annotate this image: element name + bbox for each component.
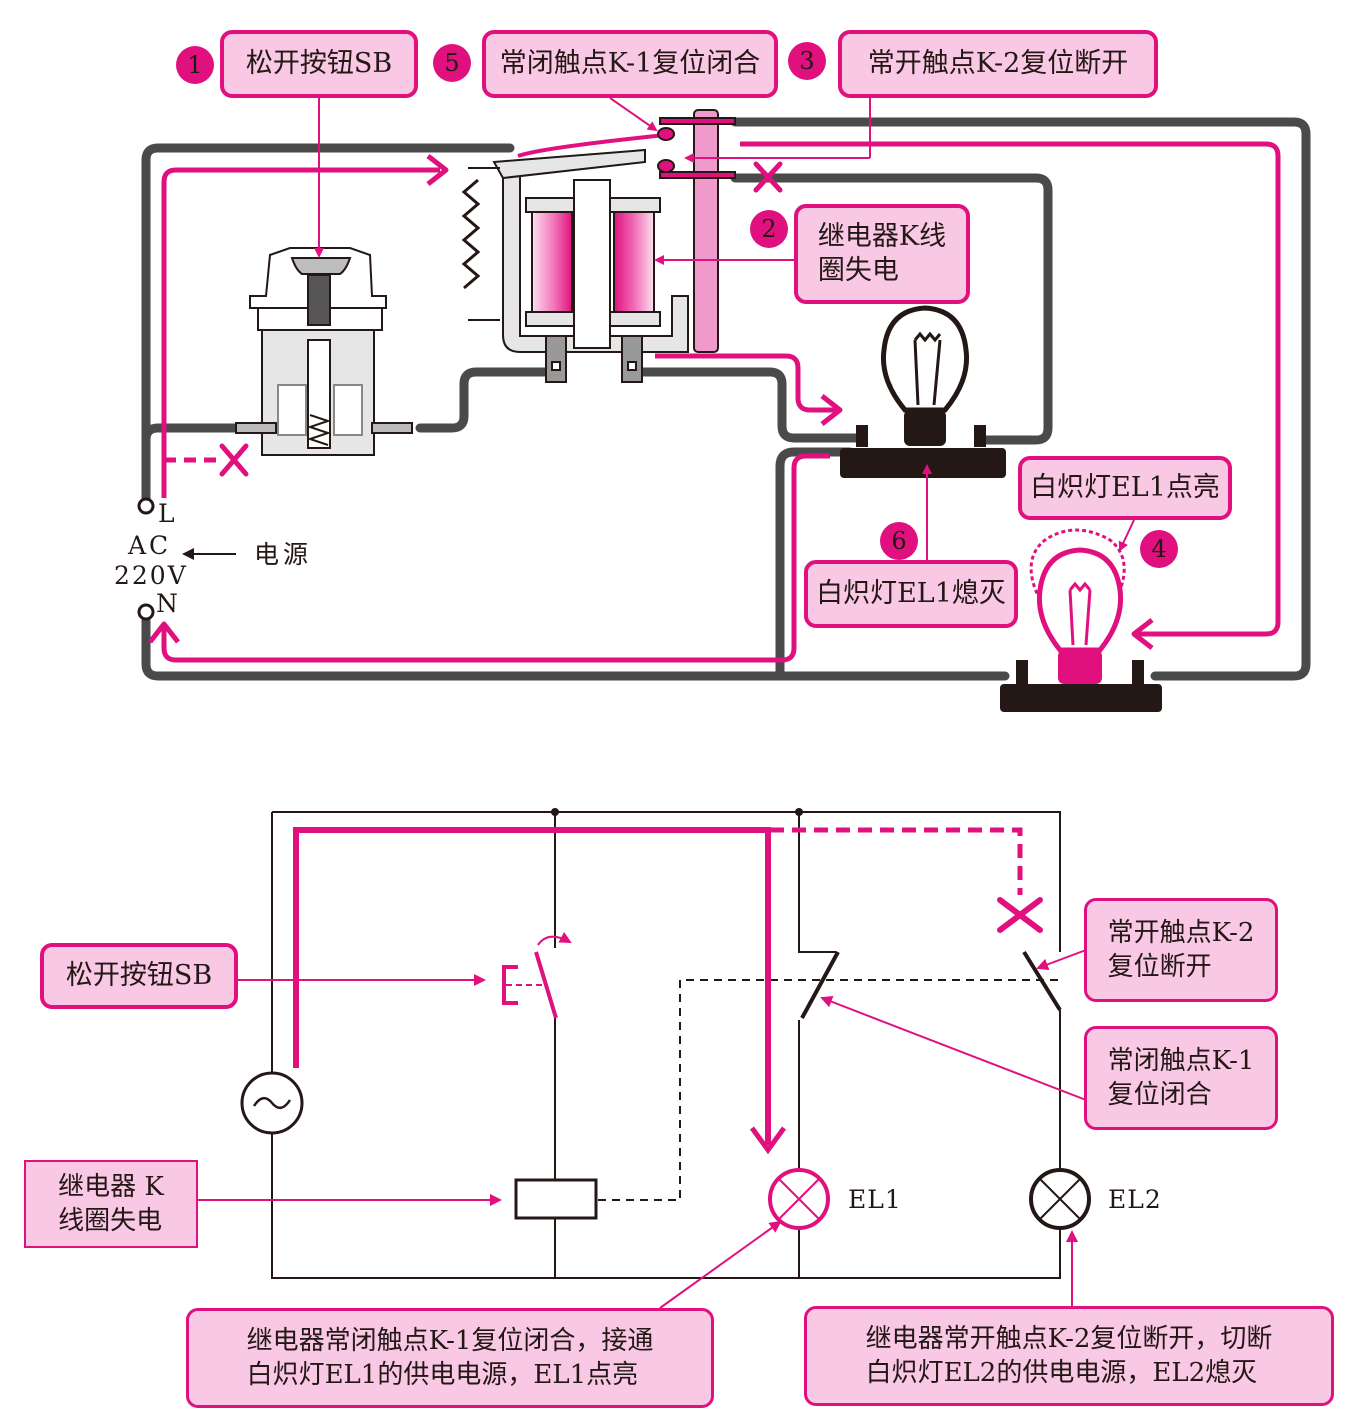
junction-dot — [795, 808, 803, 816]
wire-N — [141, 615, 1010, 681]
step-badge-6: 6 — [880, 522, 918, 560]
wire-lamp1-return — [775, 447, 855, 681]
push-button-sb-drawing — [235, 247, 413, 456]
lamp-el2-symbol — [1029, 1168, 1091, 1230]
current-L-up — [161, 167, 440, 498]
push-button-symbol — [502, 931, 572, 1019]
current-arrowhead-relay — [426, 154, 449, 186]
current-return — [161, 453, 830, 663]
wire-L-button — [141, 423, 245, 503]
el1-id: EL1 — [848, 1185, 902, 1214]
current-arrowhead-lamp2 — [1131, 618, 1154, 650]
wire-L-top — [141, 143, 515, 503]
step-badge-1: 1 — [176, 46, 214, 84]
step-badge-2: 2 — [750, 210, 788, 248]
gray-wires — [141, 117, 1311, 681]
wire-button-relay — [415, 367, 553, 433]
step-badge-4: 4 — [1140, 530, 1178, 568]
current-relay-lamp1 — [655, 353, 838, 413]
sb-label: 松开按钮SB — [40, 943, 238, 1009]
schematic-pointers — [198, 949, 1087, 1309]
terminal-L-label: L — [158, 499, 175, 528]
step-badge-5: 5 — [433, 44, 471, 82]
lamp-lower-drawing — [1000, 528, 1162, 712]
ac-label: AC — [128, 531, 172, 560]
step-label-3: 常开触点K-2复位断开 — [838, 30, 1158, 98]
wire-relay-lamp1 — [635, 367, 865, 443]
current-k2 — [740, 141, 1281, 637]
step-label-1: 松开按钮SB — [220, 30, 418, 98]
lamp-el1-symbol — [768, 1168, 830, 1230]
k2-label: 常开触点K-2 复位断开 — [1084, 898, 1278, 1002]
current-arrowhead-N — [148, 621, 180, 644]
step-badge-3: 3 — [788, 42, 826, 80]
junction-dot — [551, 808, 559, 816]
relay-coil-symbol — [514, 1178, 598, 1220]
current-path — [148, 141, 1281, 663]
voltage-label: 220V — [114, 561, 188, 590]
wire-k1-lamp1 — [730, 173, 1053, 445]
break-mark-button — [219, 443, 249, 477]
schematic-current-path — [293, 827, 1043, 1155]
break-mark-k2 — [753, 161, 783, 193]
wire-k2-lamp2 — [730, 117, 1311, 681]
coil-label: 继电器 K 线圈失电 — [24, 1160, 198, 1248]
ac-source-symbol — [240, 1071, 304, 1135]
terminal-N-label: N — [156, 589, 178, 618]
relay-k-drawing — [461, 109, 736, 383]
pointer-step4 — [1118, 519, 1135, 552]
current-arrowhead-lamp1 — [820, 394, 843, 426]
schematic-wires — [271, 811, 1062, 1279]
el2-note: 继电器常开触点K-2复位断开，切断 白炽灯EL2的供电电源，EL2熄灭 — [804, 1306, 1334, 1406]
k1-label: 常闭触点K-1 复位闭合 — [1084, 1026, 1278, 1130]
power-source-label: 电源 — [254, 540, 313, 569]
step-label-6: 白炽灯EL1熄灭 — [804, 560, 1018, 628]
pointer-step5 — [609, 97, 658, 132]
top-wiring-diagram — [137, 97, 1311, 712]
step-label-5: 常闭触点K-1复位闭合 — [482, 30, 778, 98]
step-label-2: 继电器K线 圈失电 — [794, 204, 970, 304]
el1-note: 继电器常闭触点K-1复位闭合，接通 白炽灯EL1的供电电源，EL1点亮 — [186, 1308, 714, 1408]
terminal-L — [137, 497, 155, 515]
step-label-4: 白炽灯EL1点亮 — [1018, 456, 1232, 520]
el2-id: EL2 — [1108, 1185, 1162, 1214]
terminal-N — [137, 603, 155, 621]
lamp-upper-drawing — [840, 305, 1006, 478]
